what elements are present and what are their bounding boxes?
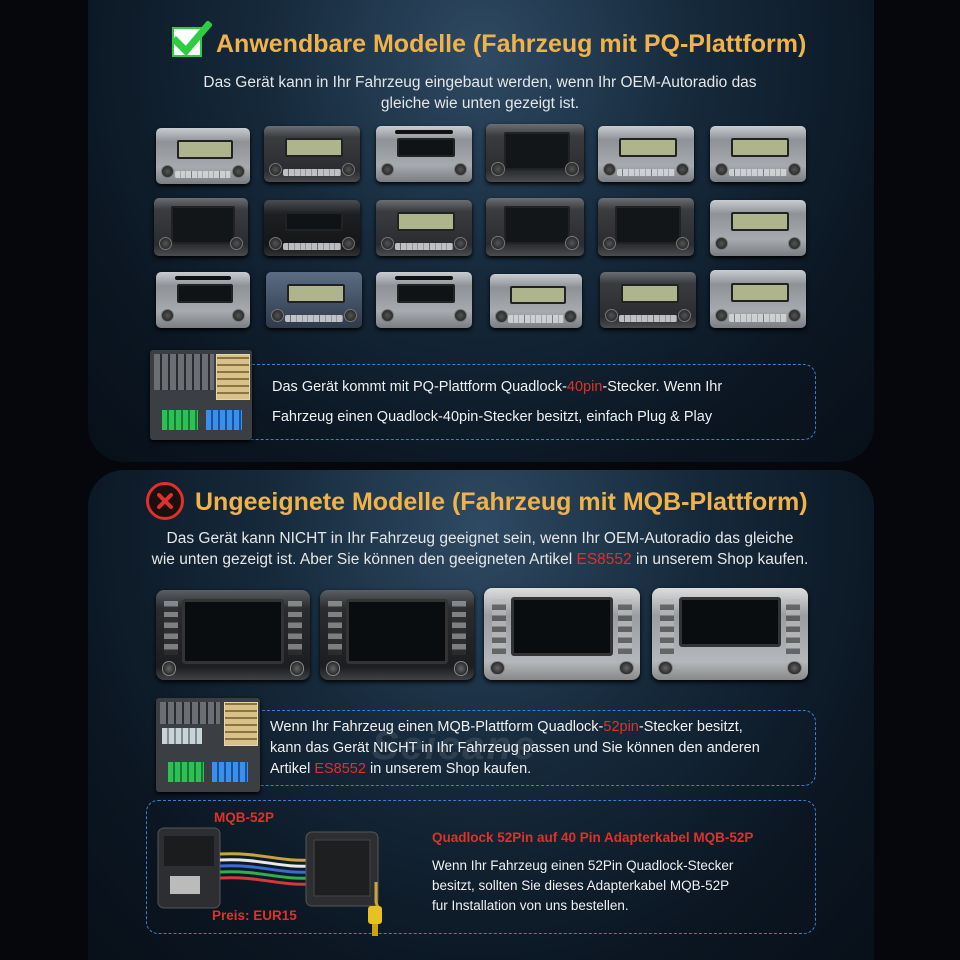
mqb-connector-text-3: Artikel ES8552 in unserem Shop kaufen. [270, 761, 532, 777]
unsuitable-subtitle-2: wie unten gezeigt ist. Aber Sie können d… [151, 551, 809, 568]
radio-unit [710, 126, 806, 182]
radio-unit [600, 272, 696, 328]
adapter-line-1: Wenn Ihr Fahrzeug einen 52Pin Quadlock-S… [432, 858, 734, 873]
mqb-radio-unit [156, 590, 310, 680]
mqb-connector-text-1: Wenn Ihr Fahrzeug einen MQB-Plattform Qu… [270, 719, 743, 735]
radio-unit [490, 274, 582, 328]
mqb-radio-unit [652, 588, 808, 680]
radio-unit [598, 198, 694, 256]
adapter-line-3: fur Installation von uns bestellen. [432, 898, 629, 913]
radio-unit [156, 272, 250, 328]
quadlock-40pin-connector-image [150, 350, 252, 440]
suitable-subtitle-1: Das Gerät kann in Ihr Fahrzeug eingebaut… [203, 74, 757, 91]
radio-unit [376, 272, 472, 328]
adapter-line-2: besitzt, sollten Sie dieses Adapterkabel… [432, 878, 730, 893]
radio-unit [486, 198, 584, 256]
mqb-radio-unit [320, 590, 474, 680]
radio-unit [266, 272, 362, 328]
quadlock-52pin-connector-image [156, 698, 260, 792]
radio-unit [710, 200, 806, 256]
adapter-label-top: MQB-52P [214, 810, 275, 825]
adapter-cable-image [150, 822, 390, 938]
radio-unit [156, 128, 250, 184]
radio-unit [376, 126, 472, 182]
pq-connector-text-2: Fahrzeug einen Quadlock-40pin-Stecker be… [272, 409, 713, 425]
adapter-price: Preis: EUR15 [212, 908, 297, 923]
adapter-info-box [146, 800, 816, 934]
mqb-radio-unit [484, 588, 640, 680]
radio-unit [376, 200, 472, 256]
unsuitable-subtitle-1: Das Gerät kann NICHT in Ihr Fahrzeug gee… [166, 530, 794, 547]
radio-unit [264, 126, 360, 182]
suitable-subtitle-2: gleiche wie unten gezeigt ist. [380, 95, 580, 112]
radio-unit [710, 270, 806, 328]
adapter-title: Quadlock 52Pin auf 40 Pin Adapterkabel M… [432, 830, 754, 845]
pq-connector-text-1: Das Gerät kommt mit PQ-Plattform Quadloc… [272, 379, 723, 395]
mqb-connector-text-2: kann das Gerät NICHT in Ihr Fahrzeug pas… [270, 740, 760, 756]
radio-unit [598, 126, 694, 182]
watermark: Seicane [372, 724, 538, 768]
radio-unit [154, 198, 248, 256]
green-check-icon [172, 21, 212, 57]
suitable-title: Anwendbare Modelle (Fahrzeug mit PQ-Plat… [216, 30, 807, 58]
red-cross-icon [146, 482, 184, 520]
unsuitable-title: Ungeeignete Modelle (Fahrzeug mit MQB-Pl… [195, 488, 808, 516]
radio-unit [264, 200, 360, 256]
radio-unit [486, 124, 584, 182]
